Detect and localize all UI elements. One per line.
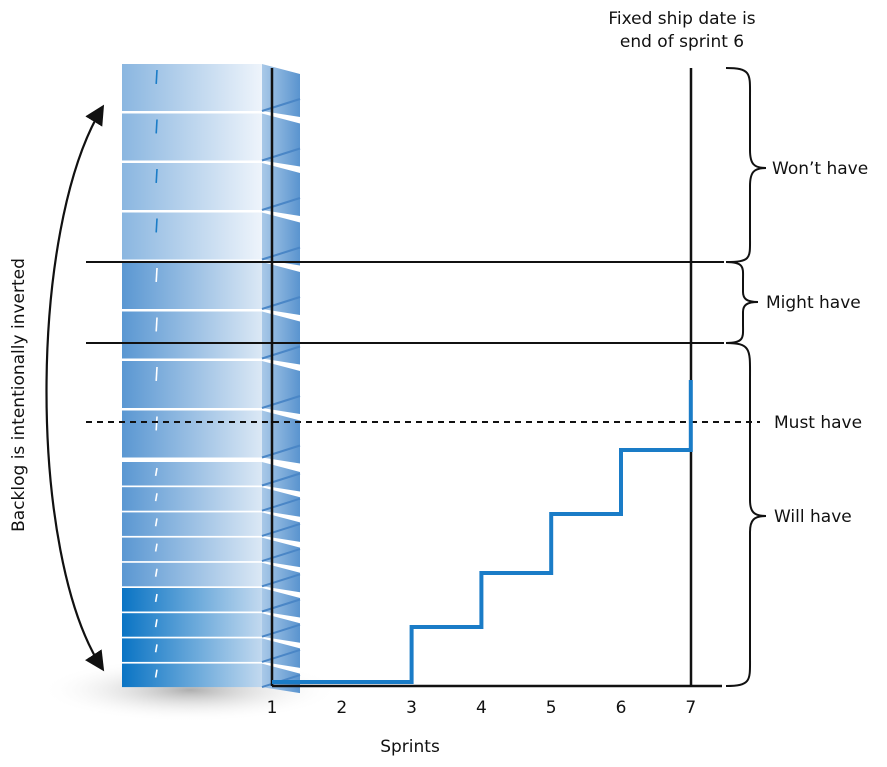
will-have-brace (725, 342, 767, 687)
backlog-item-block (122, 311, 301, 365)
ship-date-title-line-2: end of sprint 6 (620, 32, 744, 52)
might-have-label: Might have (766, 293, 861, 313)
x-tick-labels: 1 2 3 4 5 6 7 (267, 698, 697, 718)
backlog-item-block (122, 361, 301, 414)
backlog-item-block (122, 562, 301, 593)
x-tick-label: 5 (546, 698, 557, 718)
wont-have-brace (725, 67, 767, 263)
backlog-item-block (122, 262, 301, 315)
y-axis-label: Backlog is intentionally inverted (9, 258, 29, 532)
wont-have-label: Won’t have (772, 159, 868, 179)
backlog-item-block (122, 588, 301, 618)
backlog-item-block (122, 410, 301, 464)
backlog-item-block (122, 113, 301, 167)
inversion-arrow (45, 104, 105, 672)
backlog-item-block (122, 212, 301, 266)
x-tick-label: 1 (267, 698, 278, 718)
backlog-item-block (122, 462, 301, 492)
will-have-label: Will have (774, 507, 852, 527)
backlog-item-block (122, 613, 301, 643)
backlog-item-block (122, 64, 301, 117)
backlog-item-block (122, 163, 301, 216)
x-tick-label: 4 (476, 698, 487, 718)
backlog-stack (122, 64, 301, 694)
backlog-item-block (122, 537, 301, 568)
x-tick-label: 3 (406, 698, 417, 718)
x-tick-label: 6 (616, 698, 627, 718)
might-have-brace (725, 261, 759, 344)
ship-date-title-line-1: Fixed ship date is (608, 9, 755, 29)
must-have-label: Must have (774, 413, 862, 433)
x-axis-label: Sprints (380, 737, 440, 757)
burnup-step-line (272, 380, 693, 684)
backlog-item-block (122, 487, 301, 517)
backlog-item-block (122, 512, 301, 542)
x-tick-label: 7 (685, 698, 696, 718)
x-tick-label: 2 (336, 698, 347, 718)
